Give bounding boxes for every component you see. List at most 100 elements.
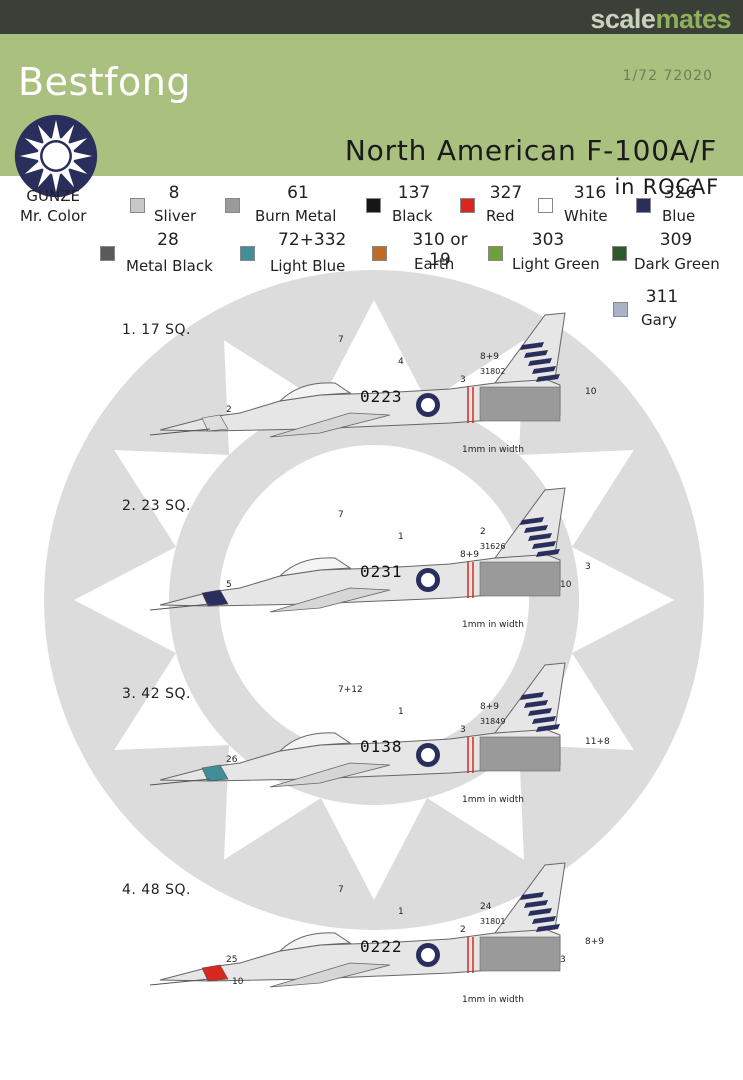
decal-callout: 8+9 [480,702,499,712]
tail-number: 31626 [480,542,506,551]
roundel-ray [19,151,40,161]
kit-code: 1/72 72020 [622,68,713,84]
color-number: 316 [573,183,607,203]
decal-callout: 2 [226,405,232,415]
aircraft-profile-drawing [150,487,566,613]
decal-callout: 25 [226,955,238,965]
width-note: 1mm in width [462,445,524,455]
color-swatch [366,198,381,213]
color-number: 311 [645,287,679,307]
watermark-part1: scale [590,4,656,34]
decal-callout: 3 [585,562,591,572]
decal-callout: 7+12 [338,685,363,695]
roundel-ray [51,172,61,193]
color-name: Sliver [154,207,197,225]
color-name: Red [486,207,515,225]
color-name: Metal Black [126,257,213,275]
color-swatch [100,246,115,261]
rocaf-roundel-icon [14,114,98,198]
paint-brand-line2: Mr. Color [20,207,87,225]
decal-callout: 8+9 [480,352,499,362]
roundel-ray [72,151,93,161]
squadron-label: 2. 23 SQ. [122,498,191,514]
color-swatch [130,198,145,213]
tail-number: 31802 [480,367,506,376]
decal-callout: 26 [226,755,238,765]
color-name: White [564,207,608,225]
decal-callout: 8+9 [585,937,604,947]
paint-brand-line1: GUNZE [26,187,80,205]
decal-callout: 1 [398,907,404,917]
emblem-ray [114,450,230,547]
color-swatch [225,198,240,213]
decal-callout: 3 [460,375,466,385]
aircraft-profile-drawing [150,662,566,788]
emblem-ray [320,300,428,402]
decal-callout: 8+9 [460,550,479,560]
color-name: Light Green [512,255,600,273]
aircraft-profile-drawing [150,862,566,988]
squadron-label: 4. 48 SQ. [122,882,191,898]
emblem-ray [320,798,428,900]
top-bar [0,0,743,34]
color-swatch [240,246,255,261]
color-swatch [636,198,651,213]
decal-callout: 10 [585,387,597,397]
brand-logo: Bestfong [18,60,191,104]
color-number: 303 [531,230,565,250]
width-note: 1mm in width [462,620,524,630]
decal-callout: 2 [460,925,466,935]
color-number: 28 [157,230,179,250]
page-title: North American F-100A/F [344,134,717,167]
width-note: 1mm in width [462,795,524,805]
squadron-label: 3. 42 SQ. [122,686,191,702]
aircraft-serial: 0222 [360,937,403,956]
decal-callout: 7 [338,335,344,345]
tail-number: 31849 [480,717,506,726]
decal-callout: 5 [226,580,232,590]
decal-callout: 10 [560,580,572,590]
color-number: 327 [489,183,523,203]
color-name: Black [392,207,433,225]
color-name: Burn Metal [255,207,337,225]
color-swatch [488,246,503,261]
emblem-ray [572,546,674,654]
color-swatch [460,198,475,213]
color-name: Gary [641,311,677,329]
decal-callout: 3 [560,955,566,965]
decal-callout: 3 [460,725,466,735]
color-name: Dark Green [634,255,720,273]
decal-callout: 10 [232,977,244,987]
emblem-ray [427,744,524,860]
color-swatch [612,246,627,261]
decal-callout: 2 [480,527,486,537]
paint-brand-label: GUNZE Mr. Color [20,186,86,226]
scalemates-watermark: scalemates [590,4,731,35]
decal-callout: 4 [398,357,404,367]
decal-callout: 7 [338,510,344,520]
aircraft-serial: 0138 [360,737,403,756]
aircraft-profile-drawing [150,312,566,438]
emblem-ray [518,450,634,547]
color-number: 137 [397,183,431,203]
decal-callout: 11+8 [585,737,610,747]
decal-callout: 24 [480,902,492,912]
color-number: 72+332 [278,230,347,250]
decal-callout: 1 [398,532,404,542]
color-name: Earth [414,255,455,273]
aircraft-serial: 0223 [360,387,403,406]
header-banner: Bestfong 1/72 72020 North American F-100… [0,34,743,199]
emblem-ray [74,546,176,654]
color-name: Light Blue [270,257,346,275]
emblem-ray [114,653,230,750]
color-number: 310 or 19 [412,230,468,270]
tail-number: 31801 [480,917,506,926]
color-number: 61 [287,183,309,203]
decal-callout: 7 [338,885,344,895]
color-name: Blue [662,207,696,225]
width-note: 1mm in width [462,995,524,1005]
color-number: 309 [659,230,693,250]
aircraft-serial: 0231 [360,562,403,581]
color-number: 8 [168,183,180,203]
watermark-part2: mates [655,4,731,34]
